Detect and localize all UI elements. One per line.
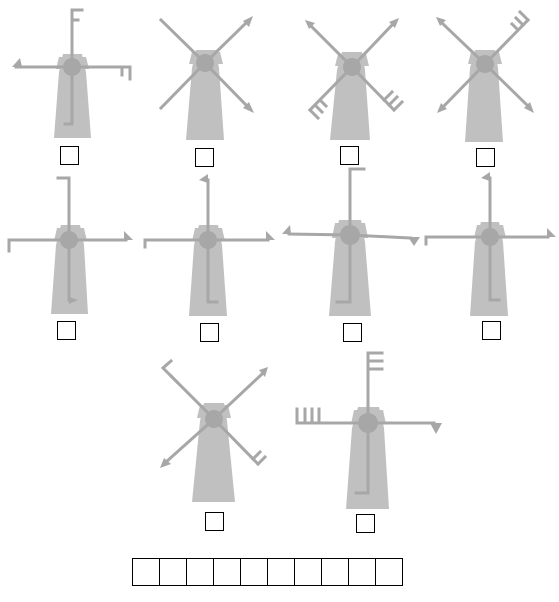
windmill-3-sail-se — [349, 64, 397, 113]
answer-cell-4[interactable] — [213, 558, 241, 586]
windmill-10-sail-east-triangle — [430, 423, 442, 434]
windmill-5-hub — [60, 231, 78, 249]
windmill-6-sail-north-triangle — [199, 174, 208, 183]
answer-grid — [132, 558, 403, 586]
windmill-6-checkbox[interactable] — [200, 323, 219, 342]
windmill-1-checkbox[interactable] — [60, 146, 79, 165]
windmill-9-sail-se — [211, 416, 261, 467]
windmill-3-sail-se-comb-1 — [391, 99, 405, 113]
windmill-4-sail-sw-triangle — [437, 103, 447, 113]
answer-cell-1[interactable] — [132, 558, 160, 586]
windmill-3-sail-nw — [309, 24, 355, 70]
windmill-10-checkbox[interactable] — [356, 514, 375, 533]
windmill-7 — [282, 167, 420, 316]
windmill-2-sail-nw — [158, 17, 208, 66]
windmill-3-sail-se-comb-2 — [386, 94, 400, 108]
windmill-8-checkbox[interactable] — [482, 321, 501, 340]
windmill-1-hub — [63, 58, 81, 76]
windmill-7-sail-west — [287, 232, 352, 237]
windmill-9-sail-ne — [211, 371, 265, 422]
windmill-6-hub — [199, 231, 217, 249]
windmill-4 — [436, 9, 534, 142]
windmill-2-sail-ne-triangle — [243, 16, 253, 27]
answer-cell-6[interactable] — [267, 558, 295, 586]
windmill-8-sail-north-triangle — [481, 172, 490, 181]
windmill-8 — [424, 172, 556, 316]
windmill-4-sail-sw — [440, 61, 488, 110]
answer-cell-9[interactable] — [348, 558, 376, 586]
windmill-3-sail-se-comb-3 — [381, 89, 395, 103]
windmill-9-sail-sw — [163, 416, 217, 465]
windmill-3-sail-ne — [349, 21, 396, 70]
windmill-4-sail-ne-comb-2 — [513, 15, 526, 28]
windmill-7-sail-west-triangle — [282, 225, 291, 234]
windmill-9-sail-ne-triangle — [259, 367, 268, 377]
windmill-3-sail-ne-triangle — [389, 18, 399, 28]
windmill-4-checkbox[interactable] — [476, 148, 495, 167]
windmill-6-sail-east-triangle — [266, 231, 275, 240]
windmill-9-hub — [205, 410, 223, 428]
windmill-2-sail-se — [202, 60, 250, 109]
windmill-9-sail-nw — [168, 373, 217, 422]
windmill-1 — [12, 8, 132, 138]
windmill-9-sail-se-comb-2 — [250, 449, 263, 462]
windmill-3-sail-sw-comb-2 — [312, 102, 325, 115]
windmill-9-sail-nw-tip-2 — [169, 374, 180, 385]
windmill-9-sail-sw-triangle — [160, 458, 171, 468]
windmill-7-sail-east — [348, 233, 413, 240]
windmill-9-checkbox[interactable] — [205, 512, 224, 531]
windmill-4-sail-ne-comb-1 — [517, 9, 531, 23]
answer-cell-7[interactable] — [294, 558, 322, 586]
windmill-2 — [158, 16, 254, 140]
windmill-2-checkbox[interactable] — [195, 148, 214, 167]
windmill-8-hub — [481, 228, 499, 246]
windmill-3 — [305, 18, 405, 140]
windmill-5-sail-east-triangle — [124, 231, 133, 240]
windmill-2-sail-sw — [158, 60, 208, 111]
windmill-4-sail-nw-triangle — [436, 17, 446, 26]
answer-cell-8[interactable] — [321, 558, 349, 586]
windmill-5-sail-south-triangle — [69, 297, 78, 304]
answer-cell-3[interactable] — [186, 558, 214, 586]
windmill-4-sail-ne-comb-3 — [509, 21, 521, 33]
windmill-4-hub — [476, 55, 494, 73]
windmill-1-sail-west-triangle — [12, 58, 22, 67]
windmill-3-sail-sw-comb-1 — [307, 107, 321, 121]
windmill-9 — [160, 358, 268, 502]
answer-cell-5[interactable] — [240, 558, 268, 586]
windmill-5-checkbox[interactable] — [57, 321, 76, 340]
windmill-4-sail-se-triangle — [524, 102, 534, 113]
windmill-7-sail-east-triangle — [408, 237, 420, 246]
windmill-2-hub — [196, 54, 214, 72]
windmill-3-checkbox[interactable] — [340, 146, 359, 165]
windmill-8-sail-east-triangle — [547, 228, 556, 237]
windmill-5 — [7, 176, 133, 314]
windmill-9-sail-nw-tip — [160, 358, 174, 379]
windmill-2-sail-ne — [202, 19, 250, 66]
windmill-3-sail-nw-triangle — [305, 20, 315, 29]
windmill-9-sail-se-comb-1 — [255, 454, 268, 467]
windmill-4-sail-nw — [440, 21, 488, 67]
windmill-2-sail-se-triangle — [243, 102, 254, 113]
windmill-3-sail-sw — [307, 64, 355, 113]
windmill-3-hub — [343, 58, 361, 76]
windmill-3-sail-sw-comb-3 — [317, 97, 329, 109]
answer-cell-2[interactable] — [159, 558, 187, 586]
windmill-7-checkbox[interactable] — [343, 323, 362, 342]
answer-cell-10[interactable] — [375, 558, 403, 586]
windmill-10-hub — [358, 413, 378, 433]
windmill-4-sail-se — [482, 61, 531, 109]
windmill-7-hub — [340, 225, 360, 245]
windmill-6 — [143, 174, 275, 316]
windmill-4-sail-ne — [482, 17, 531, 67]
windmill-10 — [295, 351, 442, 509]
